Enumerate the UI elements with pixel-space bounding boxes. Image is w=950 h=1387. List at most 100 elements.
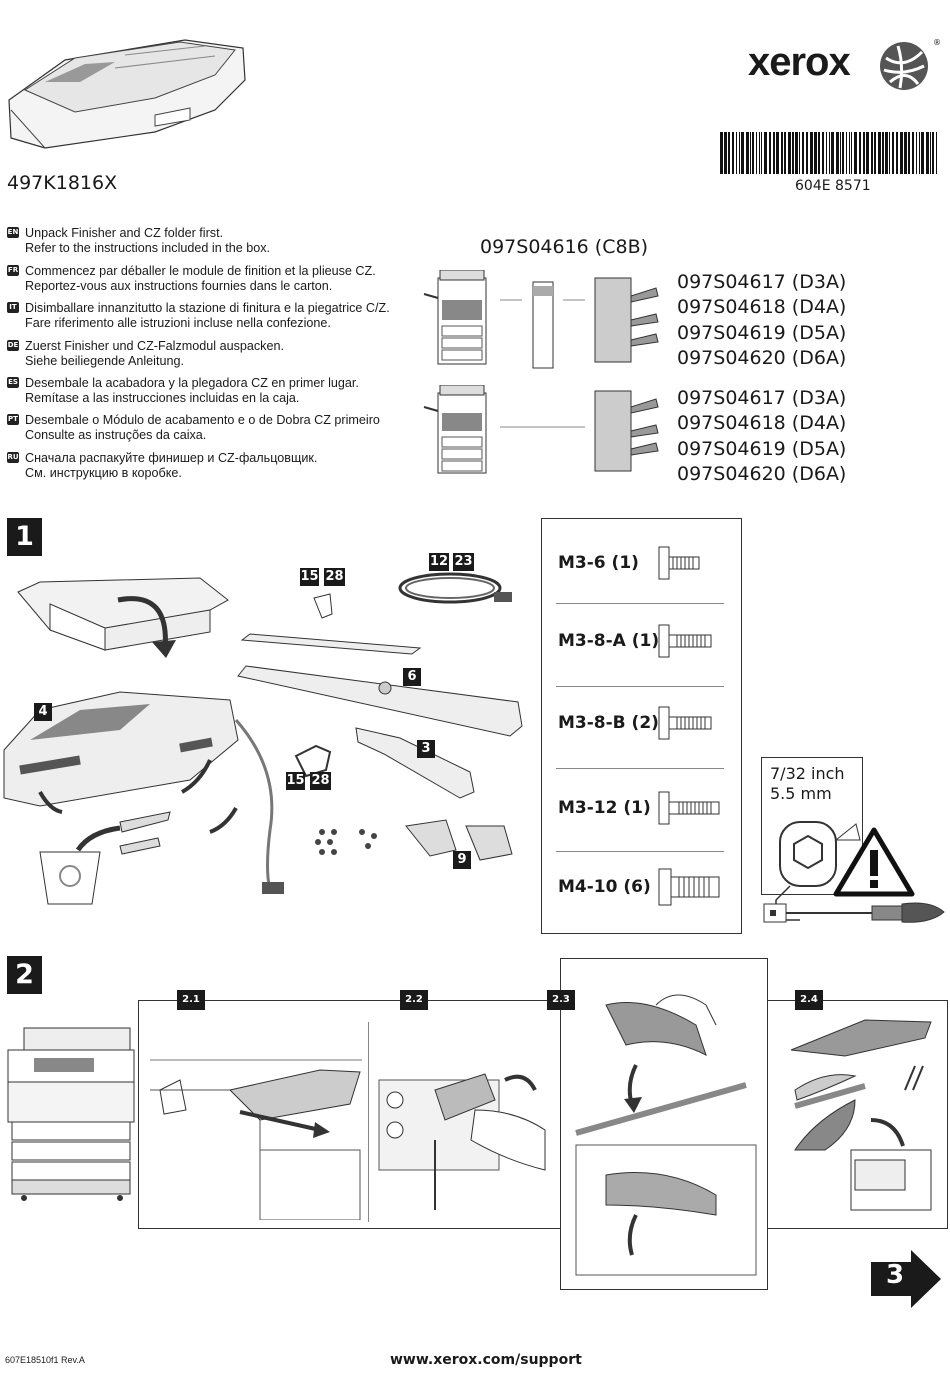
cz-folder-part: 097S04616 (C8B)	[480, 236, 649, 258]
xerox-sphere-icon	[880, 42, 928, 90]
barcode-bar	[806, 132, 808, 174]
language-badge: RU	[7, 452, 19, 463]
barcode-bar	[885, 132, 888, 174]
callout-4: 4	[34, 703, 52, 721]
barcode-bar	[851, 132, 852, 174]
barcode-bar	[889, 132, 890, 174]
barcode-bar	[866, 132, 869, 174]
instruction-line-2: Siehe beiliegende Anleitung.	[25, 354, 184, 368]
barcode-bar	[871, 132, 873, 174]
config-group-1-item: 097S04618 (D4A)	[677, 296, 847, 319]
barcode-bar	[814, 132, 817, 174]
callout-15-top: 15	[300, 568, 319, 586]
instruction-line-2: Consulte as instruções da caixa.	[25, 428, 207, 442]
barcode-bar	[784, 132, 786, 174]
screw-label: M3-8-A (1)	[558, 631, 660, 651]
barcode	[720, 132, 937, 174]
barcode-bar	[936, 132, 937, 174]
barcode-bar	[802, 132, 804, 174]
nut-driver-icon	[763, 821, 945, 923]
barcode-bar	[799, 132, 800, 174]
barcode-bar	[932, 132, 934, 174]
language-badge: ES	[7, 377, 19, 388]
barcode-bar	[926, 132, 929, 174]
tool-size-box: 7/32 inch 5.5 mm	[761, 757, 863, 895]
callout-23: 23	[453, 553, 474, 571]
instruction-line-1: Disimballare innanzitutto la stazione di…	[25, 301, 390, 315]
barcode-bar	[921, 132, 924, 174]
barcode-bar	[846, 132, 847, 174]
tool-size-mm: 5.5 mm	[770, 784, 832, 803]
instruction-line-1: Commencez par déballer le module de fini…	[25, 264, 376, 278]
instruction-line-2: Remítase a las instrucciones incluidas e…	[25, 391, 300, 405]
screw-label: M3-8-B (2)	[558, 713, 659, 733]
config-group-1-list: 097S04617 (D3A) 097S04618 (D4A) 097S0461…	[677, 270, 846, 371]
barcode-bar	[900, 132, 903, 174]
barcode-bar	[736, 132, 737, 174]
screw-label: M3-12 (1)	[558, 798, 651, 818]
config-group-2-list: 097S04617 (D3A) 097S04618 (D4A) 097S0461…	[677, 386, 846, 487]
unpack-illustration	[3, 572, 523, 905]
barcode-bar	[795, 132, 798, 174]
step-1-badge: 1	[7, 518, 42, 556]
instruction-line-2: Fare riferimento alle istruzioni incluse…	[25, 316, 331, 330]
instruction-row-es: ES Desembale la acabadora y la plegadora …	[7, 376, 407, 406]
substep-2-2-badge: 2.2	[400, 990, 428, 1010]
substep-2-4-illustration	[790, 1019, 932, 1211]
callout-28-bottom: 28	[310, 772, 331, 790]
barcode-bar	[741, 132, 744, 174]
barcode-bar	[759, 132, 760, 174]
support-link[interactable]: www.xerox.com/support	[390, 1352, 582, 1368]
xerox-logo: xerox	[748, 40, 851, 84]
callout-9: 9	[453, 851, 471, 869]
barcode-bar	[756, 132, 757, 174]
registered-mark: ®	[933, 38, 941, 47]
barcode-bar	[842, 132, 844, 174]
barcode-bar	[826, 132, 827, 174]
barcode-number: 604E 8571	[795, 178, 871, 194]
divider	[556, 851, 724, 852]
substep-2-2-illustration	[378, 1073, 546, 1210]
screw-icon	[658, 546, 700, 580]
substep-2-3-badge: 2.3	[547, 990, 575, 1010]
warning-icon	[833, 827, 915, 897]
callout-6: 6	[403, 668, 421, 686]
kit-number: 497K1816X	[7, 172, 118, 194]
config-diagram-without-folder	[423, 385, 659, 474]
screw-icon	[658, 624, 712, 658]
barcode-bar	[859, 132, 861, 174]
config-group-2-item: 097S04618 (D4A)	[677, 412, 847, 435]
screw-icon	[658, 791, 720, 825]
config-group-2-item: 097S04619 (D5A)	[677, 437, 847, 460]
screw-label: M4-10 (6)	[558, 877, 651, 897]
barcode-bar	[919, 132, 920, 174]
config-group-1-item: 097S04617 (D3A)	[677, 271, 847, 293]
barcode-bar	[874, 132, 876, 174]
printer-overview-illustration	[7, 1027, 135, 1201]
instruction-line-2: Reportez-vous aux instructions fournies …	[25, 279, 333, 293]
folder-unit-illustration	[8, 39, 246, 149]
substep-2-3-illustration	[575, 994, 757, 1276]
substep-2-4-badge: 2.4	[795, 990, 823, 1010]
barcode-bar	[776, 132, 779, 174]
callout-3: 3	[417, 740, 435, 758]
barcode-bar	[831, 132, 834, 174]
barcode-bar	[773, 132, 775, 174]
config-diagram-with-folder	[423, 270, 659, 369]
config-group-2-item: 097S04617 (D3A)	[677, 387, 847, 409]
screw-table: M3-6 (1) M3-8-A (1) M3-8-B (2) M3-12 (1)…	[541, 518, 742, 934]
barcode-bar	[818, 132, 820, 174]
barcode-bar	[904, 132, 907, 174]
language-badge: PT	[7, 414, 19, 425]
instruction-line-1: Zuerst Finisher und CZ-Falzmodul auspack…	[25, 339, 284, 353]
barcode-bar	[792, 132, 794, 174]
instruction-line-1: Desembale la acabadora y la plegadora CZ…	[25, 376, 359, 390]
divider	[556, 603, 724, 604]
language-badge: EN	[7, 227, 19, 238]
step-2-badge: 2	[7, 956, 42, 994]
barcode-bar	[724, 132, 727, 174]
screw-icon	[658, 868, 720, 906]
